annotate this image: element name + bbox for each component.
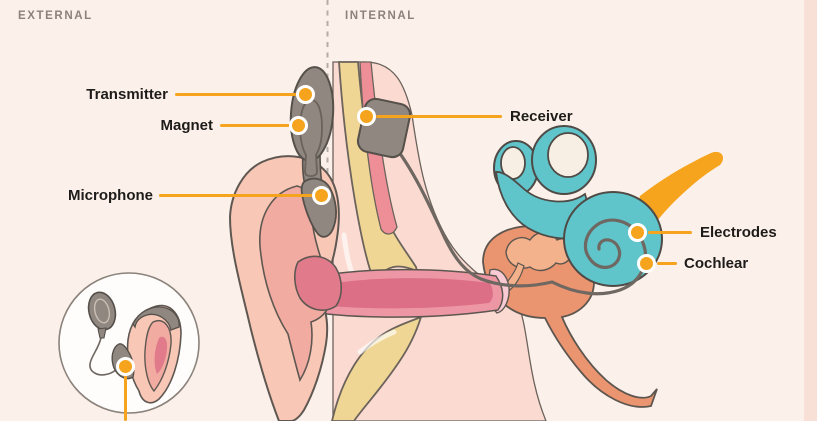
label-receiver: Receiver: [510, 108, 573, 125]
inset-ear-concha: [154, 336, 168, 374]
ear-canal-inner: [310, 278, 493, 309]
transmitter-marker-dot: [296, 85, 315, 104]
label-electrodes-line: [648, 231, 692, 234]
inset-marker-line: [124, 374, 127, 421]
inset-ear-with-device: [58, 272, 200, 414]
label-transmitter: Transmitter: [86, 86, 168, 103]
inset-transmitter-coil: [87, 291, 117, 331]
inset-device-tube: [132, 306, 180, 331]
receiver-marker-dot: [357, 107, 376, 126]
cochlear-marker-dot: [637, 254, 656, 273]
microphone-marker-dot: [312, 186, 331, 205]
label-magnet: Magnet: [160, 117, 214, 134]
section-label-external: EXTERNAL: [18, 10, 93, 22]
inset-coil-stem: [97, 327, 107, 339]
label-magnet-line: [220, 124, 290, 127]
label-receiver-line: [376, 115, 502, 118]
label-cochlear: Cochlear: [684, 255, 749, 272]
inset-device-marker-dot: [116, 357, 135, 376]
magnet-marker-dot: [289, 116, 308, 135]
bone-highlight-2: [357, 329, 397, 355]
implant-wire-electrode-array: [394, 146, 648, 296]
section-label-internal: INTERNAL: [345, 10, 416, 22]
right-edge-strip: [804, 0, 817, 421]
label-microphone-line: [159, 194, 313, 197]
label-electrodes: Electrodes: [700, 224, 777, 241]
label-cochlear-line: [657, 262, 677, 265]
concha: [294, 255, 343, 311]
inset-coil-inner: [93, 298, 111, 324]
electrodes-marker-dot: [628, 223, 647, 242]
label-transmitter-line: [175, 93, 297, 96]
label-microphone: Microphone: [68, 187, 153, 204]
canal-right-hole: [547, 132, 589, 178]
